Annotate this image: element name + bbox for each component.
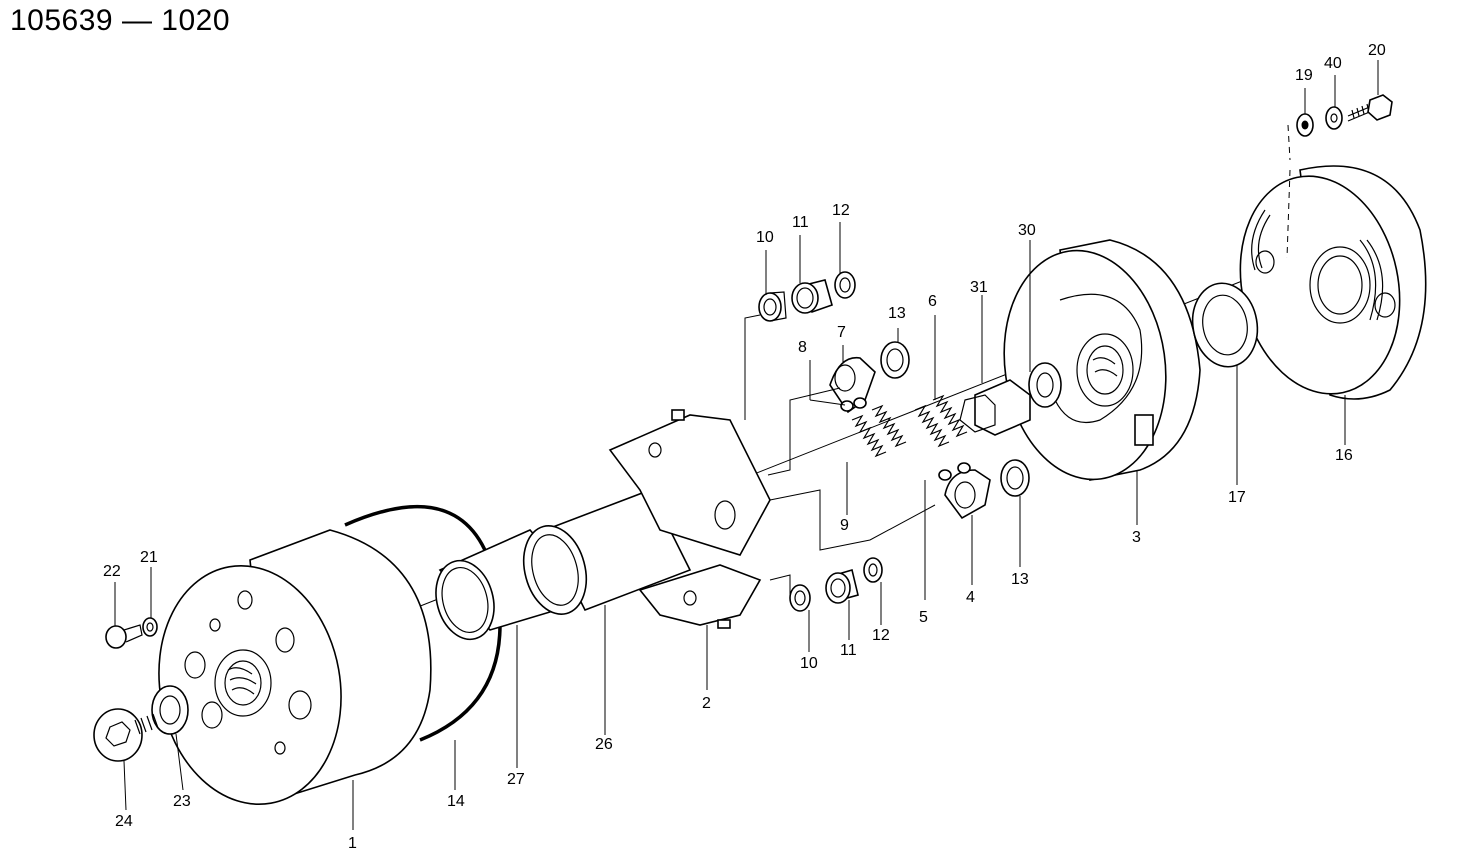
callout-6: 6 xyxy=(928,293,937,310)
part-12-washer-upper xyxy=(834,271,856,299)
part-26-shaft xyxy=(522,488,692,615)
callout-31: 31 xyxy=(970,279,988,296)
part-19-washer xyxy=(1296,113,1314,137)
callout-22: 22 xyxy=(103,563,121,580)
callout-24: 24 xyxy=(115,813,133,830)
leader-lines xyxy=(114,60,1379,830)
callout-30: 30 xyxy=(1018,222,1036,239)
part-20-bolt xyxy=(1347,94,1393,122)
page-title: 105639 — 1020 xyxy=(10,4,231,37)
part-24-plug xyxy=(93,708,159,762)
callout-16: 16 xyxy=(1335,447,1353,464)
callout-17: 17 xyxy=(1228,489,1246,506)
callout-1: 1 xyxy=(348,835,357,852)
part-17-bearing xyxy=(1191,282,1259,368)
callout-11-lower: 11 xyxy=(840,642,857,659)
callout-21: 21 xyxy=(140,549,158,566)
callout-4: 4 xyxy=(966,589,975,606)
callout-40: 40 xyxy=(1324,55,1342,72)
part-1-housing xyxy=(158,529,432,806)
callout-19: 19 xyxy=(1295,67,1313,84)
part-12-washer-lower xyxy=(863,557,883,583)
part-22-screw xyxy=(105,624,143,649)
part-31-hex-nut xyxy=(959,379,1031,436)
callout-7: 7 xyxy=(837,324,846,341)
part-13-washer-lower xyxy=(1000,459,1030,497)
part-11-sleeve-lower xyxy=(825,568,859,604)
part-10-bushing-lower xyxy=(789,584,811,612)
callout-12-lower: 12 xyxy=(872,627,890,644)
callout-27: 27 xyxy=(507,771,525,788)
callout-23: 23 xyxy=(173,793,191,810)
part-10-bushing-upper xyxy=(758,291,787,322)
callout-14: 14 xyxy=(447,793,465,810)
part-21-washer xyxy=(142,617,158,637)
callout-20: 20 xyxy=(1368,42,1386,59)
callout-13-lower: 13 xyxy=(1011,571,1029,588)
callout-labels: 1 2 3 4 5 6 7 8 9 10 10 11 11 12 12 13 1… xyxy=(103,42,1386,852)
callout-13-upper: 13 xyxy=(888,305,906,322)
callout-26: 26 xyxy=(595,736,613,753)
callout-10-lower: 10 xyxy=(800,655,818,672)
callout-10-upper: 10 xyxy=(756,229,774,246)
part-5-balls xyxy=(938,462,971,481)
callout-3: 3 xyxy=(1132,529,1141,546)
callout-5: 5 xyxy=(919,609,928,626)
part-2-hub xyxy=(608,409,771,629)
part-40-washer xyxy=(1325,106,1343,130)
part-11-sleeve-upper xyxy=(791,279,833,314)
part-9-springs xyxy=(851,404,907,458)
callout-8: 8 xyxy=(798,339,807,356)
part-13-washer-upper xyxy=(880,341,910,379)
callout-9: 9 xyxy=(840,517,849,534)
part-23-washer xyxy=(151,685,189,735)
callout-12-upper: 12 xyxy=(832,202,850,219)
part-3-drum xyxy=(1003,239,1201,481)
part-6-springs xyxy=(914,394,968,448)
part-8-balls xyxy=(840,397,867,412)
part-30-washer xyxy=(1028,362,1062,408)
part-16-cover xyxy=(1239,165,1427,400)
callout-2: 2 xyxy=(702,695,711,712)
part-4-pawl xyxy=(944,469,991,520)
callout-11-upper: 11 xyxy=(792,214,809,231)
